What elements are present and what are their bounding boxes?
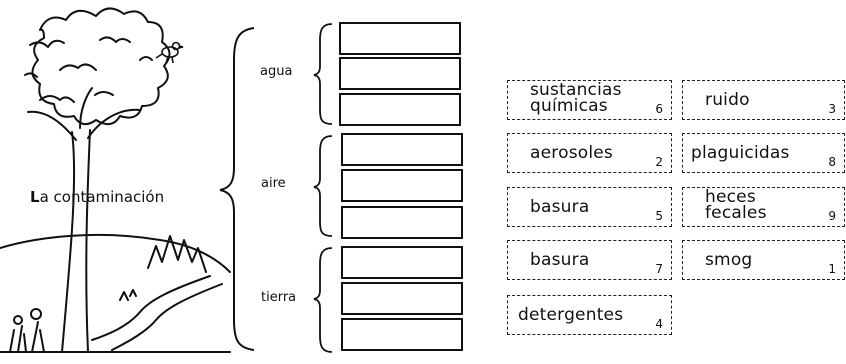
card-number: 2 bbox=[655, 155, 663, 169]
mountains bbox=[147, 235, 207, 273]
river bbox=[91, 275, 211, 341]
card-number: 9 bbox=[828, 209, 836, 223]
word-card[interactable]: aerosoles 2 bbox=[507, 133, 672, 173]
word-card[interactable]: ruido 3 bbox=[682, 80, 845, 120]
card-label: ruido bbox=[705, 90, 750, 110]
category-tierra: tierra bbox=[261, 290, 297, 305]
flower-icon bbox=[30, 308, 42, 320]
card-number: 6 bbox=[655, 102, 663, 116]
worksheet-title: La contaminación bbox=[30, 188, 164, 206]
card-label: basura bbox=[530, 250, 590, 270]
answer-slot-tierra-3[interactable] bbox=[341, 318, 463, 351]
word-card[interactable]: plaguicidas 8 bbox=[682, 133, 845, 173]
answer-slot-tierra-1[interactable] bbox=[341, 246, 463, 279]
answer-slot-agua-1[interactable] bbox=[339, 22, 461, 55]
category-agua: agua bbox=[260, 64, 293, 79]
word-card[interactable]: basura 7 bbox=[507, 240, 672, 280]
card-label: smog bbox=[705, 250, 753, 270]
word-card[interactable]: heces fecales 9 bbox=[682, 187, 845, 227]
card-number: 4 bbox=[655, 317, 663, 331]
word-card[interactable]: basura 5 bbox=[507, 187, 672, 227]
word-card[interactable]: detergentes 4 bbox=[507, 295, 672, 335]
answer-slot-tierra-2[interactable] bbox=[341, 282, 463, 315]
answer-slot-aire-1[interactable] bbox=[341, 133, 463, 166]
card-label: basura bbox=[530, 197, 590, 217]
brace-tierra bbox=[313, 247, 333, 353]
main-brace bbox=[219, 27, 255, 351]
category-aire: aire bbox=[261, 176, 286, 191]
card-label: aerosoles bbox=[530, 143, 613, 163]
card-label-line2: químicas bbox=[530, 96, 608, 116]
card-label-line1: sustancias bbox=[530, 80, 622, 100]
word-card[interactable]: smog 1 bbox=[682, 240, 845, 280]
card-number: 7 bbox=[655, 262, 663, 276]
bird-icon bbox=[155, 41, 184, 64]
card-label: plaguicidas bbox=[691, 143, 790, 163]
answer-slot-aire-2[interactable] bbox=[341, 169, 463, 202]
card-label: detergentes bbox=[518, 305, 624, 325]
answer-slot-agua-3[interactable] bbox=[339, 93, 461, 126]
answer-slot-agua-2[interactable] bbox=[339, 57, 461, 90]
card-label-line1: heces bbox=[705, 187, 756, 207]
hill-line bbox=[0, 233, 231, 273]
brace-aire bbox=[313, 135, 333, 237]
answer-slot-aire-3[interactable] bbox=[341, 206, 463, 239]
tree-trunk bbox=[61, 131, 76, 353]
word-card[interactable]: sustancias químicas 6 bbox=[507, 80, 672, 120]
card-number: 5 bbox=[655, 209, 663, 223]
brace-agua bbox=[313, 23, 333, 125]
title-rest: a contaminación bbox=[39, 188, 165, 206]
card-number: 3 bbox=[828, 102, 836, 116]
tree-canopy bbox=[31, 7, 171, 126]
card-number: 1 bbox=[828, 262, 836, 276]
title-first-letter: L bbox=[30, 188, 40, 206]
card-label-line2: fecales bbox=[705, 203, 767, 223]
card-number: 8 bbox=[828, 155, 836, 169]
